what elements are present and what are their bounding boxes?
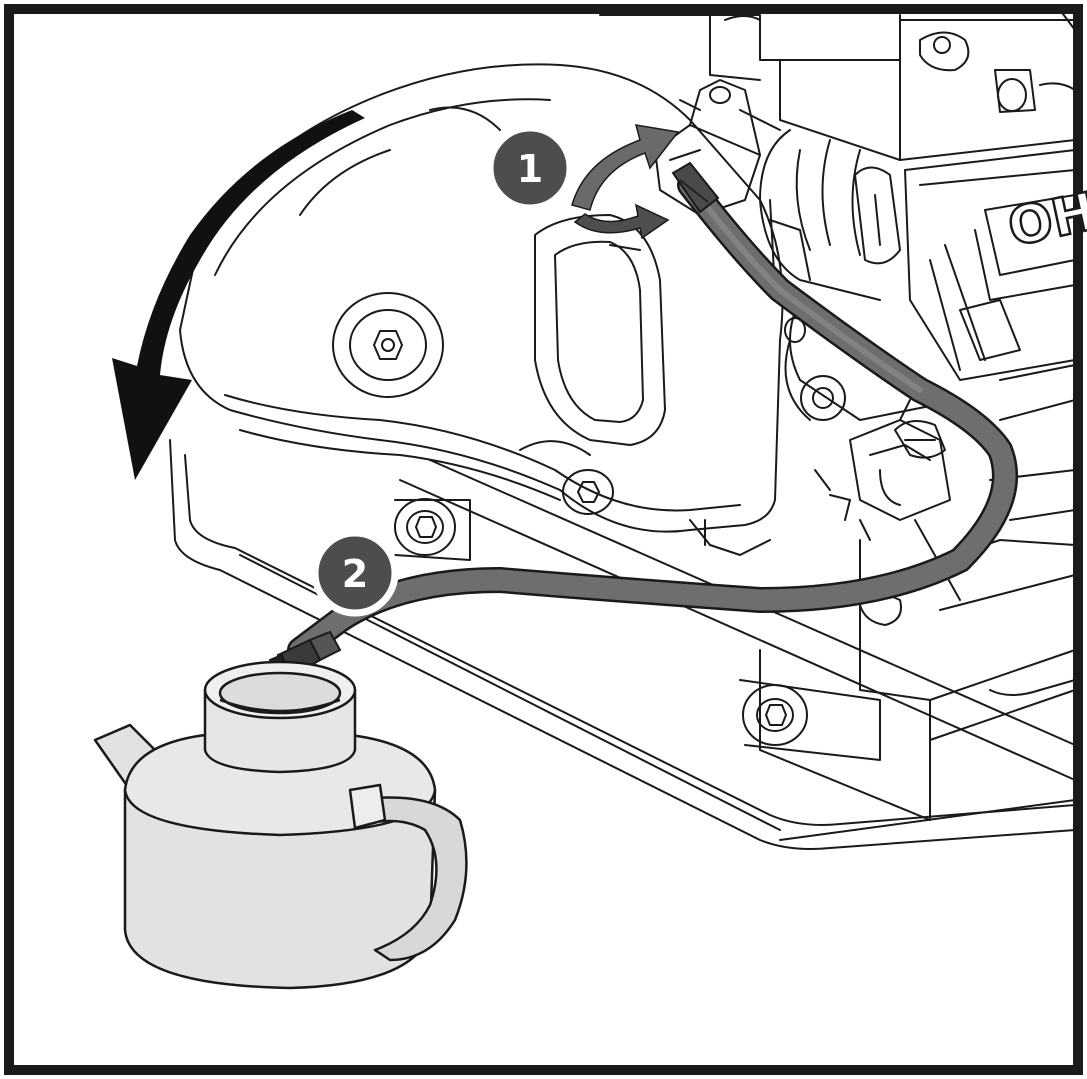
rotate-arrow-icon (112, 110, 365, 480)
engine-block (599, 9, 1076, 626)
belt-cover (179, 63, 784, 556)
fuel-hose (268, 161, 1018, 684)
step-badge-2: 2 (311, 529, 399, 617)
twist-arrow-icon (571, 124, 680, 240)
hose-clamp-lower (894, 420, 946, 459)
step-number-2: 2 (342, 552, 368, 596)
step-number-1: 1 (517, 147, 543, 191)
front-bolt-bracket (394, 498, 471, 561)
rear-bolt-bracket (739, 679, 881, 761)
step-badge-1: 1 (486, 124, 574, 212)
fuel-valve-fitting (654, 79, 781, 216)
fuel-container (93, 660, 468, 990)
